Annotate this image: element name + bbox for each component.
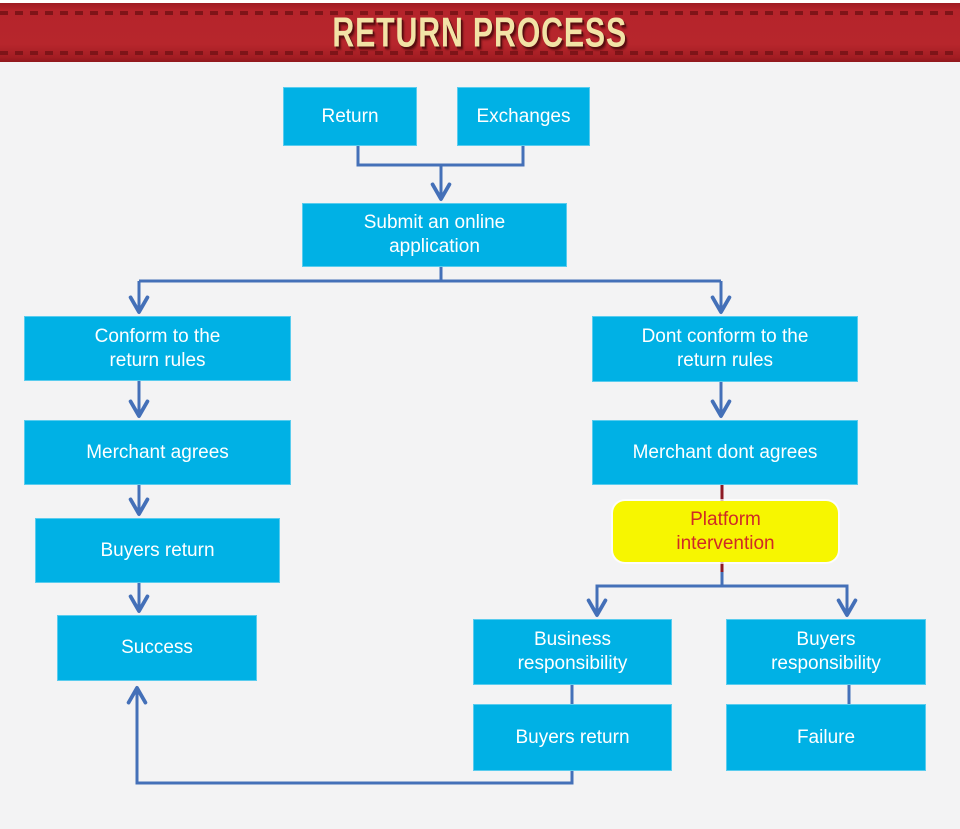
node-business-responsibility: Business responsibility	[473, 619, 672, 685]
page-title: RETURN PROCESS	[332, 8, 628, 55]
connector-loop-to-success	[126, 686, 574, 785]
connector-merge-top	[356, 146, 525, 167]
connector-responsibility-split	[586, 584, 858, 617]
node-conform-rules: Conform to the return rules	[24, 316, 291, 381]
node-exchanges: Exchanges	[457, 87, 590, 146]
node-platform-intervention: Platform intervention	[613, 501, 838, 562]
node-return: Return	[283, 87, 417, 146]
ribbon-stitch-top	[0, 11, 960, 15]
page-title-wrap: RETURN PROCESS	[0, 3, 960, 62]
ribbon-stitch-bottom	[0, 51, 960, 55]
node-merchant-dont-agrees: Merchant dont agrees	[592, 420, 858, 485]
node-buyers-return-left: Buyers return	[35, 518, 280, 583]
node-buyers-responsibility: Buyers responsibility	[726, 619, 926, 685]
node-dont-conform-rules: Dont conform to the return rules	[592, 316, 858, 382]
node-buyers-return-bottom: Buyers return	[473, 704, 672, 771]
node-submit-application: Submit an online application	[302, 203, 567, 267]
header-ribbon: RETURN PROCESS	[0, 3, 960, 62]
node-failure: Failure	[726, 704, 926, 771]
node-merchant-agrees: Merchant agrees	[24, 420, 291, 485]
node-success: Success	[57, 615, 257, 681]
